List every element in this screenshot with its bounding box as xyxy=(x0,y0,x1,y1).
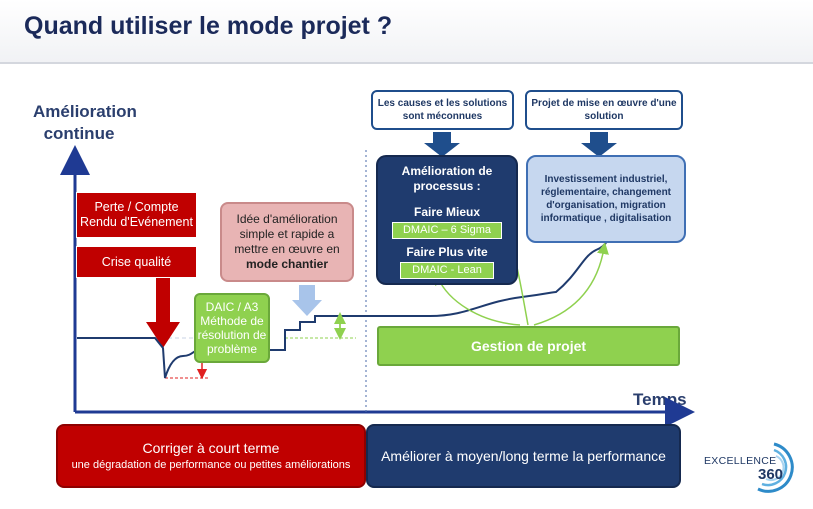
dmaic-six-sigma-pill: DMAIC – 6 Sigma xyxy=(392,222,502,239)
faire-mieux-label: Faire Mieux xyxy=(413,205,481,219)
event-box-line-2: Rendu d'Evénement xyxy=(80,215,193,229)
project-management-label: Gestion de projet xyxy=(470,338,587,354)
process-improvement-box: Amélioration de processus : Faire Mieux … xyxy=(376,155,518,285)
idea-box-line-1: Idée d'amélioration xyxy=(236,212,338,226)
idea-down-arrow xyxy=(292,285,322,316)
banner-long-term: Améliorer à moyen/long terme la performa… xyxy=(366,424,681,488)
faire-plus-vite-label: Faire Plus vite xyxy=(406,245,488,259)
daic-box-line-4: problème xyxy=(206,342,258,356)
callout-project: Projet de mise en œuvre d'une solution xyxy=(525,90,683,130)
header-bar: Quand utiliser le mode projet ? xyxy=(0,0,813,64)
green-link-3 xyxy=(533,242,609,326)
idea-box-emphasis: mode chantier xyxy=(245,257,329,271)
process-heading-line-2: processus : xyxy=(413,179,481,193)
red-drop-arrow xyxy=(146,272,180,348)
crisis-box-label: Crise qualité xyxy=(101,254,172,269)
event-box-line-1: Perte / Compte xyxy=(94,200,179,214)
callout-project-line-2: solution xyxy=(584,111,624,122)
daic-box-line-3: résolution de xyxy=(197,328,267,342)
banner-short-term-title: Corriger à court terme xyxy=(142,440,280,456)
causes-down-arrow xyxy=(424,132,460,157)
banner-long-term-text: Améliorer à moyen/long terme la performa… xyxy=(381,448,666,464)
logo-number: 360 xyxy=(758,466,784,483)
banner-short-term: Corriger à court terme une dégradation d… xyxy=(56,424,366,488)
event-box: Perte / Compte Rendu d'Evénement xyxy=(76,192,197,238)
crisis-box: Crise qualité xyxy=(76,246,197,278)
investment-line-4: informatique , digitalisation xyxy=(540,213,672,224)
green-link-1 xyxy=(435,272,521,326)
excellence-360-logo: EXCELLENCE 360 xyxy=(700,440,804,498)
investment-line-1: Investissement industriel, xyxy=(544,174,668,185)
project-down-arrow xyxy=(581,132,617,157)
investment-box: Investissement industriel, réglementaire… xyxy=(526,155,686,243)
daic-box-line-2: Méthode de xyxy=(200,314,264,328)
daic-box-line-1: DAIC / A3 xyxy=(205,300,259,314)
daic-box: DAIC / A3 Méthode de résolution de probl… xyxy=(194,293,270,363)
dmaic-lean-pill: DMAIC - Lean xyxy=(400,262,494,279)
callout-causes-line-2: sont méconnues xyxy=(402,111,483,122)
idea-box-line-2: simple et rapide a xyxy=(239,227,335,241)
callout-causes: Les causes et les solutions sont méconnu… xyxy=(371,90,514,130)
logo-word: EXCELLENCE xyxy=(704,455,777,467)
callout-causes-line-1: Les causes et les solutions xyxy=(377,98,508,109)
logo-rings-icon xyxy=(757,442,794,493)
process-heading-line-1: Amélioration de xyxy=(401,164,493,178)
project-management-box: Gestion de projet xyxy=(377,326,680,366)
investment-line-2: réglementaire, changement xyxy=(540,187,672,198)
callout-project-line-1: Projet de mise en œuvre d'une xyxy=(531,98,677,109)
idea-box-line-3: mettre en œuvre en xyxy=(234,242,340,256)
idea-box: Idée d'amélioration simple et rapide a m… xyxy=(220,202,354,282)
investment-line-3: d'organisation, migration xyxy=(546,200,666,211)
y-axis-label-line-1: Amélioration xyxy=(33,102,137,121)
y-axis-label: Amélioration continue xyxy=(33,101,137,145)
performance-curve xyxy=(77,240,608,379)
y-axis-label-line-2: continue xyxy=(43,124,115,143)
banner-short-term-subtitle: une dégradation de performance ou petite… xyxy=(71,459,351,471)
page-title: Quand utiliser le mode projet ? xyxy=(24,12,393,40)
